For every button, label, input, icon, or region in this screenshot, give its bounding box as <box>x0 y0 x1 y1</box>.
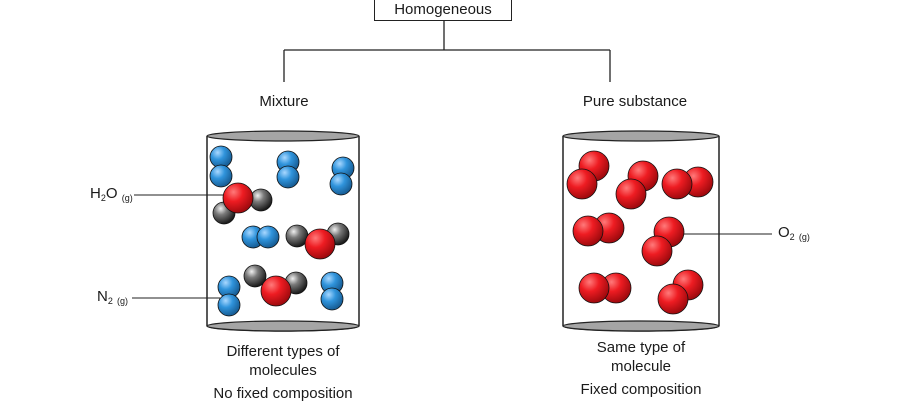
oxygen-atom <box>304 228 336 260</box>
pure-caption-line3: Fixed composition <box>580 381 702 398</box>
pure-caption-line2: molecule <box>610 358 672 375</box>
nitrogen-atom <box>217 293 241 317</box>
oxygen-atom <box>260 275 292 307</box>
o2-molecule <box>566 150 610 200</box>
nitrogen-atom <box>209 164 233 188</box>
o2-molecule <box>641 216 685 267</box>
mixture-caption: Different types of molecules No fixed co… <box>193 342 373 403</box>
oxygen-atom <box>578 272 610 304</box>
nitrogen-atom <box>320 287 344 311</box>
oxygen-atom <box>657 283 689 315</box>
n2-label: N2 (g) <box>97 288 129 306</box>
homogeneous-node: Homogeneous <box>374 0 512 21</box>
oxygen-atom <box>615 178 647 210</box>
n2-molecule <box>329 156 355 196</box>
n2-molecule <box>209 145 233 188</box>
mixture-node: Mixture <box>259 93 309 110</box>
mixture-caption-line2: molecules <box>249 362 317 379</box>
pure-caption-line1: Same type of <box>596 339 686 356</box>
pure-substance-node: Pure substance <box>582 93 688 110</box>
h2o-molecule <box>285 222 350 260</box>
n2-molecule <box>241 225 280 249</box>
o2-molecule <box>572 212 625 247</box>
o2-molecule <box>578 272 632 304</box>
pointer-lines <box>132 194 772 299</box>
o2-molecule <box>661 166 714 200</box>
oxygen-atom <box>661 168 693 200</box>
oxygen-atom <box>222 182 254 214</box>
oxygen-atom <box>641 235 673 267</box>
mixture-caption-line1: Different types of <box>226 343 340 360</box>
h2o-molecule <box>212 182 273 225</box>
nitrogen-atom <box>256 225 280 249</box>
hydrogen-atom <box>249 188 273 212</box>
n2-molecule <box>217 275 241 317</box>
h2o-label: H2O (g) <box>90 185 133 203</box>
oxygen-atom <box>566 168 598 200</box>
n2-molecule <box>320 271 344 311</box>
oxygen-atom <box>572 215 604 247</box>
tree-connectors <box>283 21 611 82</box>
o2-molecule <box>657 269 704 315</box>
nitrogen-atom <box>276 165 300 189</box>
hydrogen-atom <box>243 264 267 288</box>
n2-molecule <box>276 150 300 189</box>
h2o-molecule <box>243 264 308 307</box>
o2-label: O2 (g) <box>778 224 810 242</box>
mixture-caption-line3: No fixed composition <box>213 385 353 402</box>
nitrogen-atom <box>329 172 353 196</box>
o2-molecule <box>615 160 659 210</box>
pure-caption: Same type of molecule Fixed composition <box>551 338 731 399</box>
molecules-layer <box>209 145 714 317</box>
